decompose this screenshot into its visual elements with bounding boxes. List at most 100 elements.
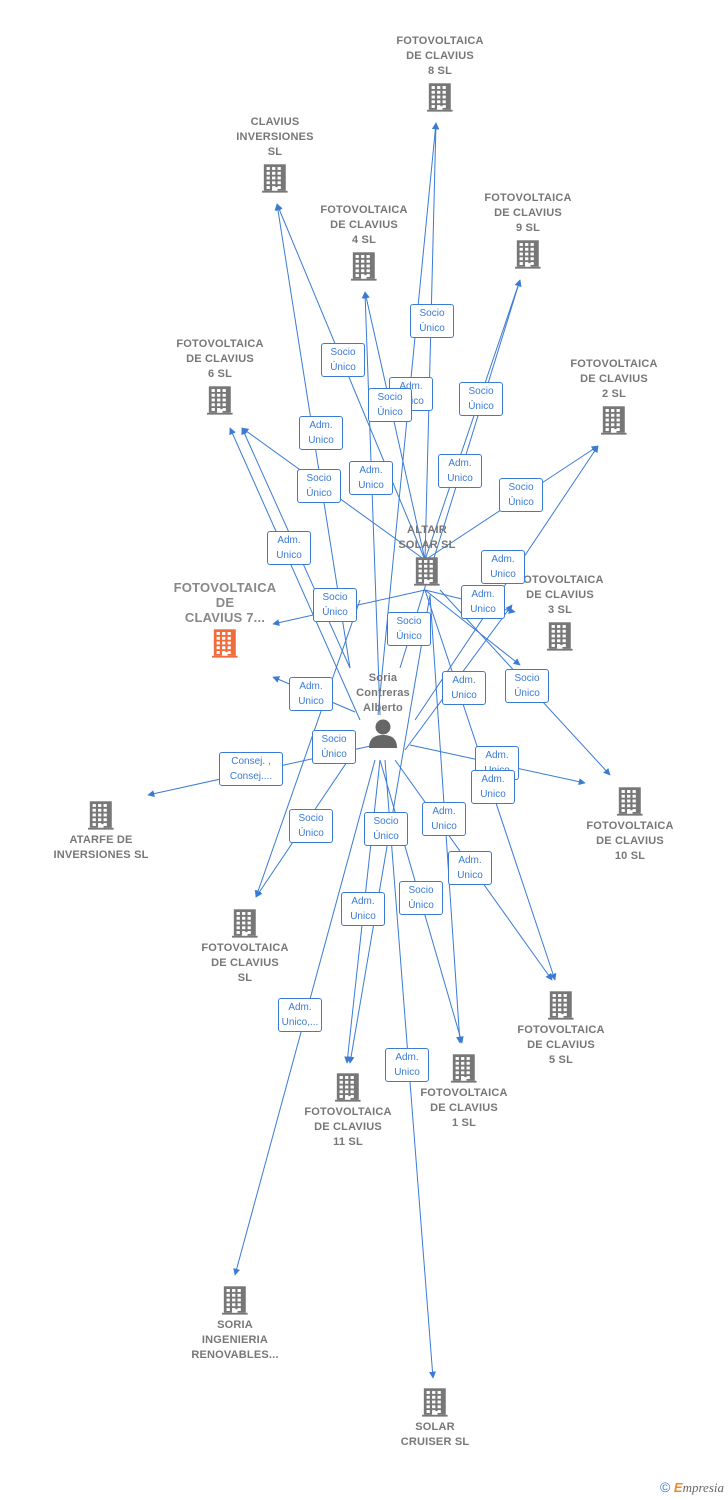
relation-badge[interactable]: Adm. Unico — [299, 416, 343, 450]
node-label-line: DE CLAVIUS — [430, 1102, 498, 1114]
edge-arrow — [361, 291, 381, 716]
relation-badge[interactable]: Consej. ,Consej.... — [219, 752, 283, 786]
relation-badge-line: Adm. — [309, 420, 333, 431]
building-icon-wrap — [293, 1071, 403, 1103]
relation-badge-line: Unico — [490, 569, 516, 580]
relation-badge-line: Adm. — [485, 750, 509, 761]
relation-badge-line: Socio — [419, 308, 445, 319]
relation-badge-line: Socio — [322, 592, 348, 603]
building-icon-wrap — [409, 1052, 519, 1084]
relation-badge[interactable]: Adm. Unico — [481, 550, 525, 584]
building-icon-wrap — [309, 250, 419, 282]
relation-badge-line: Unico,... — [281, 1017, 319, 1028]
relation-badge-line: Único — [321, 749, 347, 760]
node-label-line: 10 SL — [614, 850, 646, 862]
node-label-line: INVERSIONES SL — [53, 849, 149, 861]
node-label-line: Contreras — [356, 687, 410, 699]
building-icon — [515, 240, 541, 269]
relation-badge-line: Único — [377, 407, 403, 418]
relation-badge[interactable]: Adm.Unico — [438, 454, 482, 488]
node-label-line: Alberto — [363, 702, 403, 714]
relation-badge[interactable]: Adm.Unico — [267, 531, 311, 565]
node-label-line: DE CLAVIUS — [211, 957, 279, 969]
node-label-line: FOTOVOLTAICA — [304, 1106, 392, 1118]
building-icon — [335, 1073, 361, 1102]
relation-badge-line: Unico — [480, 789, 506, 800]
relation-badge-line: Unico — [308, 435, 334, 446]
copyright-brand[interactable]: © Empresia — [660, 1479, 724, 1496]
relation-badge[interactable]: Adm.Unico — [385, 1048, 429, 1082]
relation-badge-line: Socio — [468, 386, 494, 397]
relation-badge[interactable]: Adm.Unico — [471, 770, 515, 804]
person-icon — [369, 719, 397, 748]
relation-badge-line: Único — [396, 631, 422, 642]
relation-badge[interactable]: Adm.Unico — [422, 802, 466, 836]
relation-badge[interactable]: Adm.Unico — [289, 677, 333, 711]
person-icon-wrap — [328, 718, 438, 748]
relation-badge-line: Único — [306, 488, 332, 499]
building-icon — [207, 386, 233, 415]
relation-badge[interactable]: Adm.Unico — [461, 585, 505, 619]
relation-badge[interactable]: Adm.Unico — [448, 851, 492, 885]
node-label-line: CRUISER SL — [400, 1436, 470, 1448]
relation-badge-line: Único — [514, 688, 540, 699]
relation-badge[interactable]: Adm.Unico — [341, 892, 385, 926]
building-icon-wrap — [220, 162, 330, 194]
relation-badge-line: Socio — [306, 473, 332, 484]
relation-badge[interactable]: Adm.Unico — [442, 671, 486, 705]
relation-badge-line: Unico — [276, 550, 302, 561]
relation-badge-line: Adm. — [432, 806, 456, 817]
node-label-line: 9 SL — [515, 222, 541, 234]
edge-arrow — [424, 122, 440, 561]
node-label-line: 6 SL — [207, 368, 233, 380]
building-icon — [422, 1388, 448, 1417]
relation-badge-line: Socio — [508, 482, 534, 493]
relation-badge-line: Adm. — [491, 554, 515, 565]
relation-badge-line: Único — [468, 401, 494, 412]
relation-badge[interactable]: Adm.Unico,... — [278, 998, 322, 1032]
node-label-line: DE CLAVIUS — [527, 1039, 595, 1051]
relation-badge-line: Único — [408, 900, 434, 911]
building-icon — [427, 83, 453, 112]
relation-badge-line: Socio — [408, 885, 434, 896]
relation-badge[interactable]: Adm.Unico — [349, 461, 393, 495]
node-label-line: Soria — [368, 672, 398, 684]
relation-badge-line: Adm. — [448, 458, 472, 469]
